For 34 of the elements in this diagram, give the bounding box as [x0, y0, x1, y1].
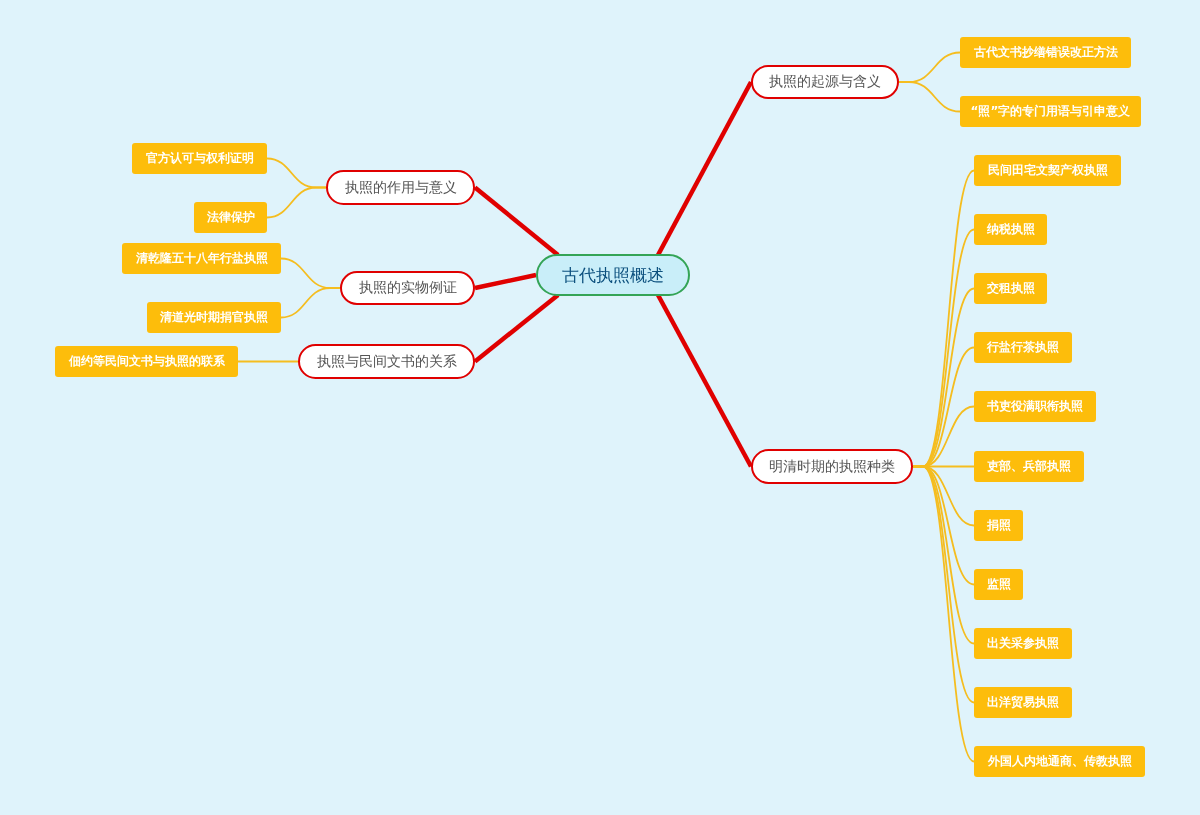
topic-box: 明清时期的执照种类 [751, 449, 913, 484]
subtopic-box: 官方认可与权利证明 [132, 143, 267, 174]
topic-box: 执照的起源与含义 [751, 65, 899, 99]
connector-line [656, 293, 753, 468]
connector-line [474, 272, 537, 291]
connector-line [473, 185, 560, 257]
subtopic-box: 古代文书抄缮错误改正方法 [960, 37, 1131, 68]
subtopic-box: 出洋贸易执照 [974, 687, 1072, 718]
subtopic-box: 清道光时期捐官执照 [147, 302, 281, 333]
connector-line [656, 80, 753, 257]
connector-line [237, 360, 299, 363]
subtopic-box: 交租执照 [974, 273, 1047, 304]
topic-box: 执照的实物例证 [340, 271, 475, 305]
topic-box: 执照的作用与意义 [326, 170, 475, 205]
connector-line [898, 81, 961, 113]
subtopic-box: “照”字的专门用语与引申意义 [960, 96, 1141, 127]
topic-box: 执照与民间文书的关系 [298, 344, 475, 379]
connector-line [266, 186, 327, 219]
subtopic-box: 纳税执照 [974, 214, 1047, 245]
subtopic-box: 书吏役满职衔执照 [974, 391, 1096, 422]
subtopic-box: 监照 [974, 569, 1023, 600]
subtopic-box: 出关采参执照 [974, 628, 1072, 659]
subtopic-box: 外国人内地通商、传教执照 [974, 746, 1145, 777]
subtopic-box: 捐照 [974, 510, 1023, 541]
subtopic-box: 吏部、兵部执照 [974, 451, 1084, 482]
subtopic-box: 法律保护 [194, 202, 267, 233]
central-topic: 古代执照概述 [536, 254, 690, 296]
subtopic-box: 清乾隆五十八年行盐执照 [122, 243, 281, 274]
connector-line [280, 287, 341, 319]
subtopic-box: 佃约等民间文书与执照的联系 [55, 346, 238, 377]
connector-line [912, 465, 975, 763]
subtopic-box: 民间田宅文契产权执照 [974, 155, 1121, 186]
subtopic-box: 行盐行茶执照 [974, 332, 1072, 363]
connector-line [473, 293, 560, 364]
